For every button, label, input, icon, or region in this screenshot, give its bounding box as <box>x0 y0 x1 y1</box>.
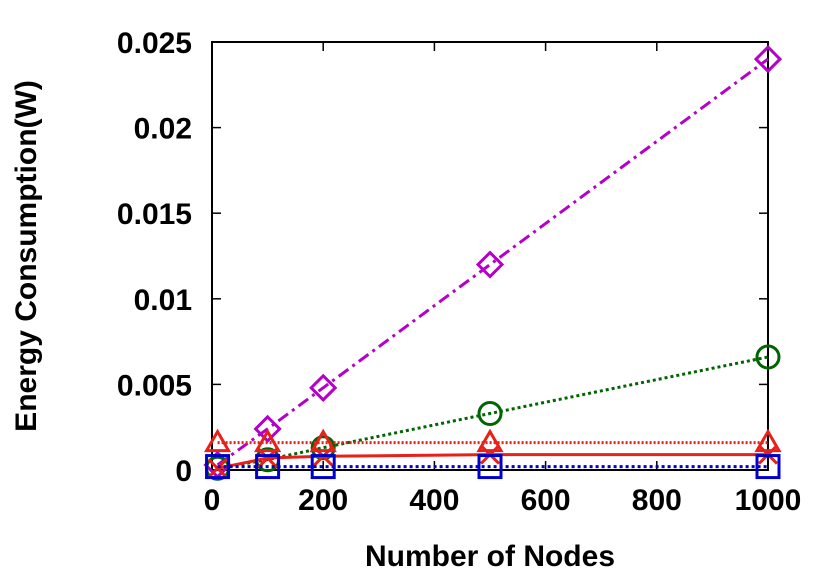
axis-ticks: 0 200 400 600 800 1000 0 0.005 0.01 0.015 0.02 0.02… <box>117 27 801 517</box>
data-point-circle <box>755 344 781 370</box>
y-tick-label: 0.015 <box>117 198 192 231</box>
y-tick-label: 0.01 <box>134 284 192 317</box>
y-tick-label: 0 <box>175 455 192 488</box>
data-point-x <box>257 447 278 469</box>
data-point-diamond <box>475 250 505 279</box>
x-tick-label: 400 <box>409 484 459 517</box>
data-point-triangle <box>203 428 232 453</box>
data-point-x <box>207 458 228 479</box>
data-point-triangle <box>309 428 337 453</box>
x-tick-label: 0 <box>204 484 221 517</box>
data-point-square <box>755 454 781 480</box>
data-point-square <box>255 454 281 480</box>
plot-frame <box>211 41 769 471</box>
x-tick-label: 800 <box>632 484 682 517</box>
y-axis-label: Energy Consumption(W) <box>10 80 43 432</box>
data-point-triangle <box>754 428 782 453</box>
y-tick-label: 0.02 <box>134 113 192 146</box>
data-point-square <box>310 454 336 480</box>
series-5 <box>205 454 781 480</box>
data-point-diamond <box>309 373 338 402</box>
x-axis-label: Number of Nodes <box>365 540 615 573</box>
data-point-square <box>205 454 231 480</box>
series-1 <box>203 44 783 479</box>
x-tick-label: 200 <box>298 484 348 517</box>
y-tick-label: 0.025 <box>117 27 192 60</box>
x-tick-label: 1000 <box>735 484 802 517</box>
data-point-triangle <box>253 428 282 453</box>
series-layer <box>203 44 783 481</box>
x-tick-label: 600 <box>521 484 571 517</box>
data-point-triangle <box>476 428 504 453</box>
data-point-diamond <box>753 44 783 74</box>
series-3 <box>203 428 782 453</box>
data-point-square <box>477 454 503 480</box>
y-tick-label: 0.005 <box>117 369 192 402</box>
data-point-circle <box>477 401 503 427</box>
data-point-diamond <box>253 414 282 444</box>
series-line <box>217 355 769 470</box>
series-line <box>216 57 769 467</box>
series-4 <box>207 444 779 479</box>
